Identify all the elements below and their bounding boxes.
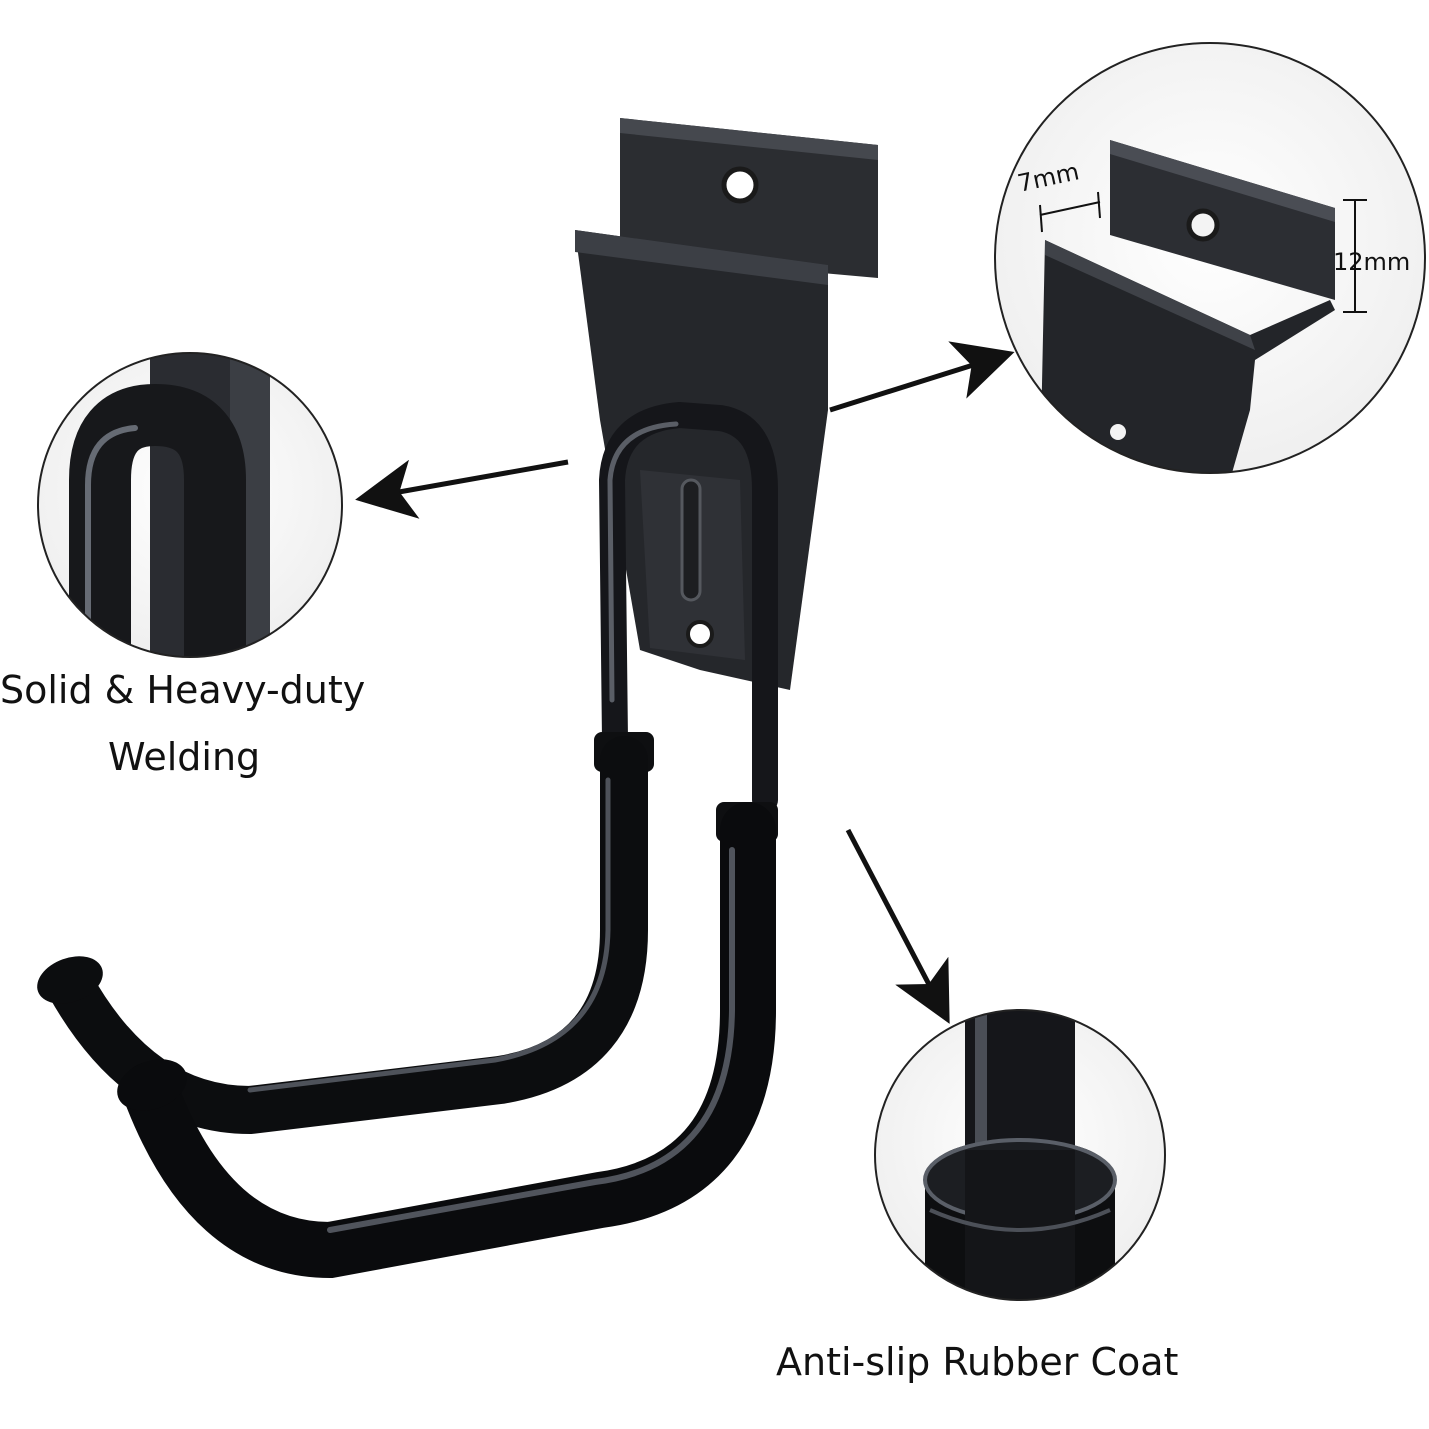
arrow-to-rubber	[845, 828, 950, 1024]
dim-line-width	[1039, 201, 1101, 216]
bracket-height-label: 12mm	[1333, 248, 1411, 276]
mounting-hole-top	[721, 166, 759, 204]
rubber-coat-caption: Anti-slip Rubber Coat	[776, 1340, 1179, 1384]
hook-tip-front	[117, 1059, 187, 1111]
zoom-rubber	[874, 1009, 1166, 1301]
arrow-to-welding	[355, 459, 569, 519]
welding-caption-line1: Solid & Heavy-duty	[0, 668, 366, 712]
stamped-slot	[680, 478, 702, 602]
hook-tip-rear	[37, 956, 103, 1004]
mounting-hole-bottom	[686, 620, 714, 648]
welding-caption-line2: Welding	[108, 735, 261, 779]
hook-arm-front	[122, 802, 776, 1279]
zoom-bracket	[994, 42, 1426, 474]
slatwall-hook	[37, 118, 878, 1279]
arrow-to-bracket	[829, 341, 1015, 413]
zoom-welding	[37, 352, 343, 658]
hook-arm-rear	[46, 736, 648, 1135]
